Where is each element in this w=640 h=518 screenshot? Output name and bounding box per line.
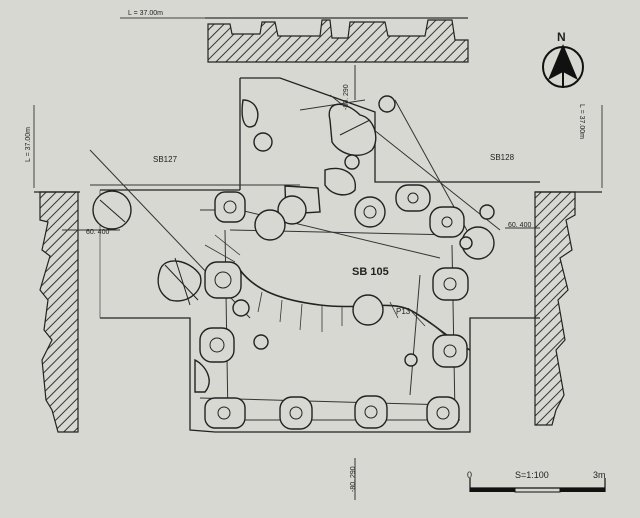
scale-bar <box>469 478 606 493</box>
right-grid-label: 60. 400 <box>508 222 531 229</box>
north-label: N <box>557 30 566 44</box>
post-hole-cores <box>209 192 457 420</box>
right-section-profile <box>534 105 603 426</box>
top-grid-label: -80. 290 <box>343 84 350 110</box>
bottom-grid-label: -80. 290 <box>350 466 357 492</box>
sb127-label: SB127 <box>153 155 178 164</box>
scale-end-label: 3m <box>593 470 606 480</box>
left-grid-label: 60. 400 <box>86 229 109 236</box>
north-arrow-icon <box>542 44 584 88</box>
top-section-profile <box>120 17 469 63</box>
scale-ratio-label: S=1:100 <box>515 470 549 480</box>
sb128-label: SB128 <box>490 153 515 162</box>
top-level-label: L = 37.00m <box>128 10 163 17</box>
post-holes <box>92 95 495 430</box>
left-section-profile <box>33 105 80 433</box>
right-level-label: L = 37.00m <box>578 104 585 139</box>
p13-label: P13 <box>396 307 411 316</box>
sb105-label: SB 105 <box>352 266 389 278</box>
left-level-label: L = 37.00m <box>25 127 32 162</box>
scale-start-label: 0 <box>467 470 472 480</box>
